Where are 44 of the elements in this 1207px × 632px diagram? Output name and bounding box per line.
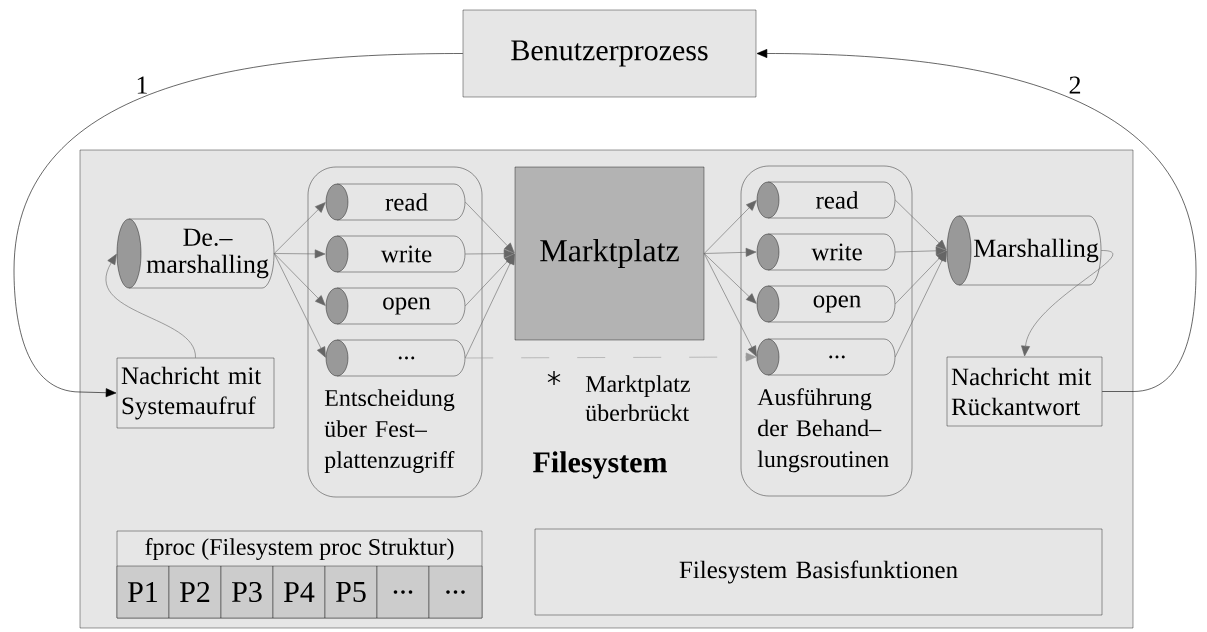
arrow	[1021, 250, 1114, 357]
table-cell: P2	[168, 565, 222, 619]
cylinder: ...	[756, 338, 896, 376]
arrow	[273, 253, 326, 306]
message-box: Nachricht mit Systemaufruf	[116, 357, 275, 429]
arrow	[273, 253, 326, 358]
cylinder: open	[756, 285, 896, 323]
cylinder: ...	[325, 339, 466, 377]
arrow	[703, 253, 757, 304]
arrow	[703, 247, 757, 257]
marketplace-box: Marktplatz	[514, 166, 705, 341]
arrow	[464, 249, 515, 259]
arrow	[273, 202, 326, 254]
cylinder: read	[325, 183, 466, 221]
function-box: Filesystem Basisfunktionen	[534, 528, 1103, 616]
arrow	[894, 199, 947, 251]
arrow	[13, 53, 464, 398]
arrow	[464, 201, 515, 254]
table-cell: P4	[272, 565, 326, 619]
cylinder: De.– marshalling	[116, 218, 275, 289]
edge-label: 2	[1069, 76, 1081, 94]
cylinder: write	[325, 235, 466, 273]
arrow	[106, 253, 196, 359]
arrow	[894, 250, 947, 358]
arrow	[756, 49, 1197, 392]
arrow	[464, 352, 757, 362]
cylinder: open	[325, 287, 466, 325]
process-box: Benutzerprozess	[462, 9, 757, 98]
table-cell: P3	[220, 565, 274, 619]
arrow	[703, 200, 757, 254]
table-cell: ...	[428, 565, 483, 619]
arrow	[273, 249, 326, 259]
cylinder: write	[756, 233, 896, 271]
cylinder: read	[756, 181, 896, 219]
table-cell: ...	[376, 565, 430, 619]
note-text: Marktplatz überbrückt	[585, 375, 690, 422]
arrow	[464, 253, 515, 359]
arrow	[703, 253, 757, 357]
table-cell: P5	[324, 565, 378, 619]
edge-label: 1	[137, 76, 147, 94]
table-cell: P1	[116, 565, 170, 619]
cylinder: Marshalling	[946, 215, 1102, 286]
arrow	[894, 246, 947, 256]
message-box: Nachricht mit Rückantwort	[946, 356, 1103, 427]
